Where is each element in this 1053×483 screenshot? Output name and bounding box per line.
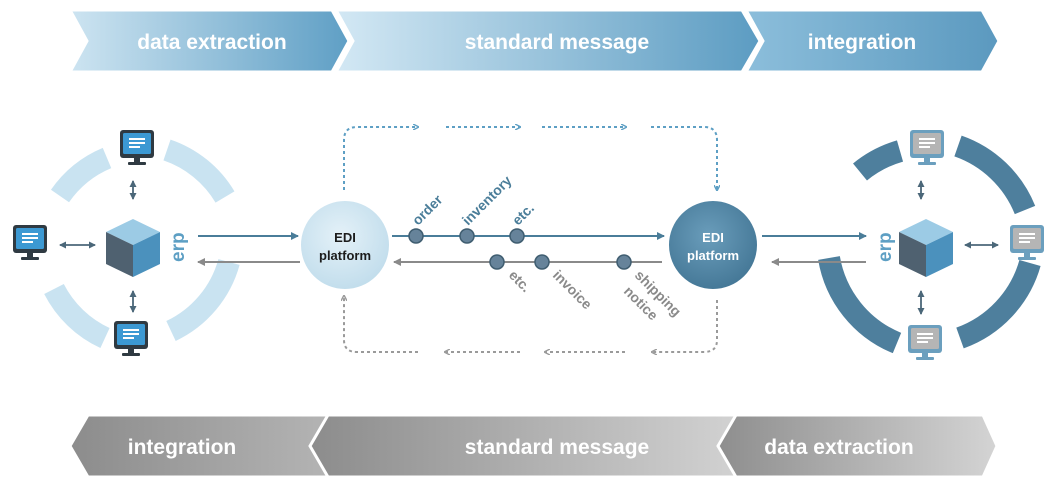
monitor-icon — [13, 225, 47, 260]
bottom-segment-data-extraction — [716, 413, 999, 479]
right-ring — [818, 135, 1041, 354]
message-label-order: order — [409, 191, 446, 228]
monitor-icon — [1010, 225, 1044, 260]
edi-platform-title: EDI — [334, 230, 356, 245]
message-node — [534, 254, 550, 270]
erp-to-platform-links — [197, 232, 867, 266]
erp-cube-icon — [899, 219, 953, 277]
message-label-invoice: invoice — [550, 267, 596, 313]
left-ring — [44, 139, 240, 348]
message-label-inventory: inventory — [459, 172, 515, 228]
top-label-integration: integration — [808, 31, 917, 54]
message-label-etc: etc. — [506, 267, 534, 295]
right-erp-system: erp — [818, 130, 1044, 360]
message-node — [408, 228, 424, 244]
inbound-dotted-loop — [344, 296, 718, 352]
top-segment-data-extraction — [67, 8, 351, 74]
edi-platform-subtitle: platform — [687, 248, 739, 263]
message-lines: order inventory etc. etc. invoice shippi… — [392, 172, 684, 323]
left-edi-platform: EDI platform — [299, 199, 391, 291]
top-segment-integration — [743, 8, 1001, 74]
monitor-icon — [114, 321, 148, 356]
left-erp-system: erp — [13, 130, 240, 356]
erp-label: erp — [168, 232, 189, 262]
top-label-data-extraction: data extraction — [137, 31, 286, 54]
top-label-standard-message: standard message — [465, 31, 649, 54]
monitor-icon — [910, 130, 944, 165]
top-process-bar: data extraction standard message integra… — [67, 8, 1001, 74]
edi-platform-subtitle: platform — [319, 248, 371, 263]
right-edi-platform: EDI platform — [667, 199, 759, 291]
top-segment-standard-message — [333, 8, 762, 74]
bottom-label-standard-message: standard message — [465, 436, 649, 459]
message-label-etc: etc. — [509, 200, 537, 228]
monitor-icon — [908, 325, 942, 360]
message-node — [489, 254, 505, 270]
message-node — [616, 254, 632, 270]
bottom-label-data-extraction: data extraction — [764, 436, 913, 459]
message-node — [459, 228, 475, 244]
bottom-process-bar: integration standard message data extrac… — [68, 413, 999, 479]
erp-cube-icon — [106, 219, 160, 277]
message-node — [509, 228, 525, 244]
edi-platform-title: EDI — [702, 230, 724, 245]
bottom-label-integration: integration — [128, 436, 237, 459]
erp-label: erp — [875, 232, 896, 262]
outbound-dotted-loop — [343, 127, 717, 190]
monitor-icon — [120, 130, 154, 165]
